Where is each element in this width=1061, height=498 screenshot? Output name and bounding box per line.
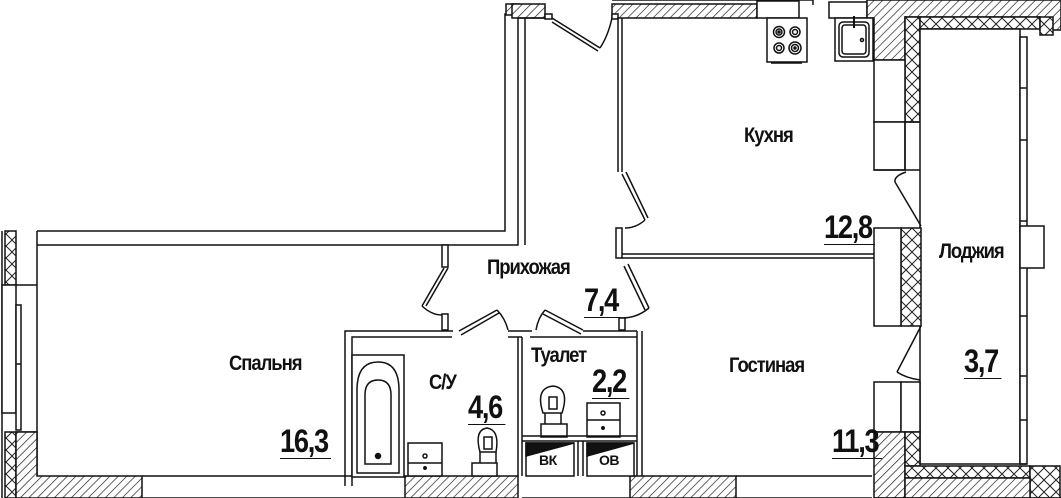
toilet-icon xyxy=(539,385,568,438)
room-area-hallway: 7,4 xyxy=(584,283,622,318)
bedroom-walls xyxy=(1,13,519,498)
room-area-toilet: 2,2 xyxy=(592,364,630,399)
room-area-bedroom: 16,3 xyxy=(280,424,332,459)
bathtub-icon xyxy=(351,354,405,478)
shaft-boxes xyxy=(522,435,637,477)
room-area-bathroom: 4,6 xyxy=(468,390,506,425)
room-area-kitchen: 12,8 xyxy=(824,210,876,245)
kitchen-sink-icon xyxy=(834,16,874,62)
room-area-loggia: 3,7 xyxy=(964,344,1002,379)
room-area-living-room: 11,3 xyxy=(832,424,882,459)
shaft-label-water: ВК xyxy=(539,452,557,468)
room-label-kitchen: Кухня xyxy=(744,124,794,147)
loggia-walls xyxy=(873,16,1061,498)
hallway-doors xyxy=(421,244,650,336)
stove-icon xyxy=(766,17,808,64)
toilet-icon xyxy=(471,427,498,477)
room-label-bathroom: С/У xyxy=(429,371,457,394)
room-label-loggia: Лоджия xyxy=(939,240,1005,263)
shaft-label-ventilation: ОВ xyxy=(599,452,620,468)
room-label-hallway: Прихожая xyxy=(487,256,571,279)
sink-icon xyxy=(586,402,621,438)
room-label-toilet: Туалет xyxy=(531,344,587,367)
sink-icon xyxy=(407,442,443,477)
room-label-bedroom: Спальня xyxy=(229,352,303,375)
wet-zone-walls xyxy=(344,330,872,498)
room-label-living-room: Гостиная xyxy=(729,354,805,377)
kitchen-walls xyxy=(511,0,1061,259)
